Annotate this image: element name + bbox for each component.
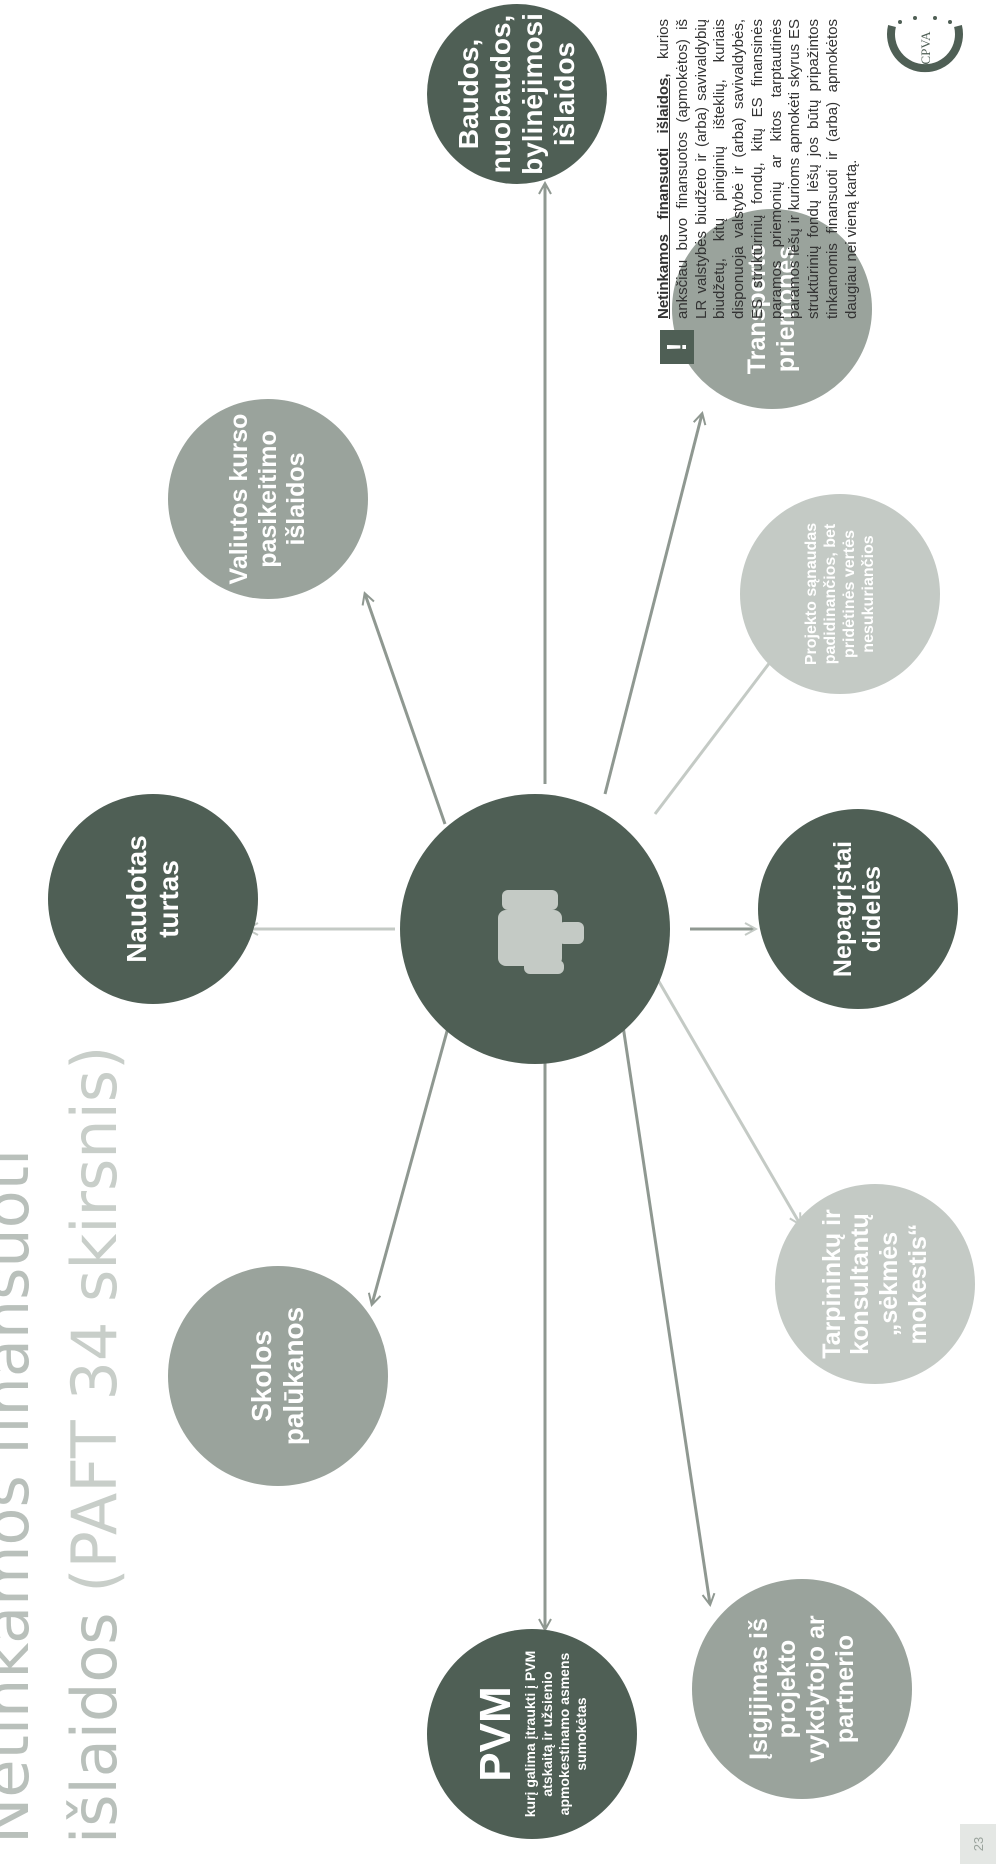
page-title-line-1: Netinkamos finansuoti <box>0 1148 43 1844</box>
valiutos-label: Valiutos kurso pasikeitimo išlaidos <box>224 413 311 585</box>
node-valiutos: Valiutos kurso pasikeitimo išlaidos <box>168 399 368 599</box>
tarpininku-label: Tarpininkų ir konsultantų „sėkmės mokest… <box>817 1209 932 1359</box>
hand-thumbs-down-icon <box>498 890 584 974</box>
title-main: išlaidos <box>58 1612 131 1844</box>
page-number: 23 <box>960 1824 996 1864</box>
skolos-label: Skolos palūkanos <box>245 1306 309 1446</box>
projekto-label: Projekto sąnaudas padidinančios, bet pri… <box>802 522 878 666</box>
node-skolos: Skolos palūkanos <box>168 1266 388 1486</box>
center-node <box>400 794 670 1064</box>
note-heading: Netinkamos finansuoti išlaidos, <box>655 73 672 319</box>
baudos-label: Baudos, nuobaudos, bylinėjimosi išlaidos <box>452 13 581 175</box>
nepagristai-label: Nepagrįstai didelės <box>829 840 886 978</box>
page-title-line-2: išlaidos (PAFT 34 skirsnis) <box>58 1046 131 1844</box>
node-isigijimas: Įsigijimas iš projekto vykdytojo ar part… <box>692 1579 912 1799</box>
arrow-to-tarpininku <box>638 948 800 1224</box>
node-pvm: PVM kurį galima įtraukti į PVM atskaitą … <box>427 1629 637 1839</box>
arrow-to-transporto <box>603 414 702 795</box>
logo-text: CPVA <box>918 31 933 65</box>
cpva-logo: CPVA <box>887 16 963 73</box>
arrow-to-valiutos <box>365 594 447 825</box>
node-tarpininku: Tarpininkų ir konsultantų „sėkmės mokest… <box>775 1184 975 1384</box>
arrow-to-skolos <box>372 983 462 1304</box>
arrow-to-isigijimas <box>618 1005 710 1604</box>
isigijimas-label: Įsigijimas iš projekto vykdytojo ar part… <box>744 1615 859 1763</box>
node-nepagristai: Nepagrįstai didelės <box>758 809 958 1009</box>
pvm-subtitle: kurį galima įtraukti į PVM atskaitą ir u… <box>522 1650 589 1818</box>
note-body: kurios anksčiau buvo finansuotos (apmokė… <box>655 18 860 319</box>
naudotas-label: Naudotas turtas <box>120 835 184 963</box>
node-baudos: Baudos, nuobaudos, bylinėjimosi išlaidos <box>427 4 607 184</box>
node-naudotas: Naudotas turtas <box>48 794 258 1004</box>
arrow-to-projekto <box>653 649 780 815</box>
title-paren: (PAFT 34 skirsnis) <box>58 1045 131 1593</box>
warning-mark-icon: ! <box>660 330 694 364</box>
node-projekto: Projekto sąnaudas padidinančios, bet pri… <box>740 494 940 694</box>
note-text: Netinkamos finansuoti išlaidos, kurios a… <box>655 19 861 319</box>
pvm-title: PVM <box>471 1686 521 1782</box>
